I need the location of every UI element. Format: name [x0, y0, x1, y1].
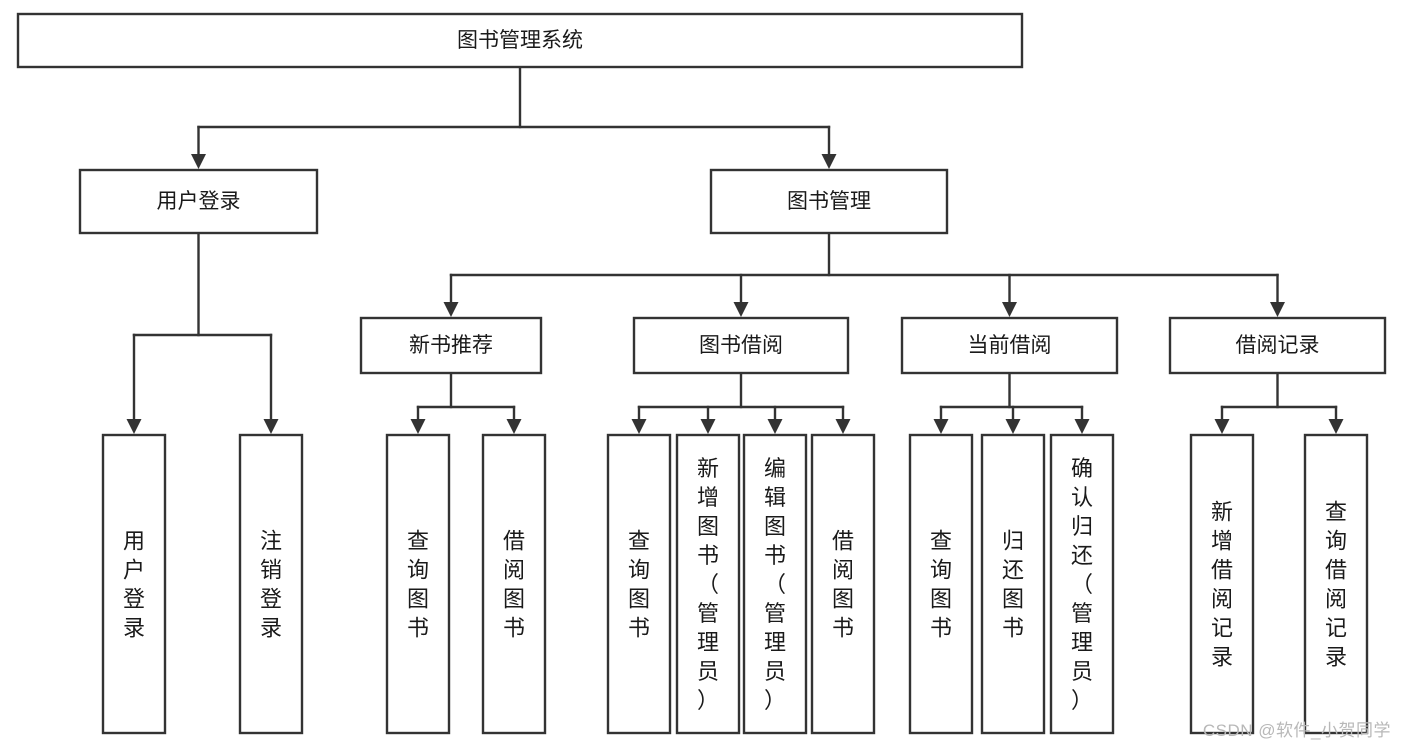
csdn-watermark: CSDN @软件_小贺同学 — [1202, 721, 1391, 740]
node-level2-借阅记录[interactable]: 借阅记录 — [1168, 316, 1387, 375]
node-leaf-确认归还管理员-10[interactable]: 确认归还（管理员） — [1049, 433, 1115, 735]
node-label-vertical: 编辑图书（管理员） — [764, 456, 786, 713]
node-box-rect — [900, 316, 1119, 375]
node-label-vertical: 查询图书 — [628, 529, 650, 641]
node-box-rect — [359, 316, 543, 375]
node-leaf-归还图书-9[interactable]: 归还图书 — [980, 433, 1046, 735]
node-leaf-新增图书管理员-5[interactable]: 新增图书（管理员） — [675, 433, 741, 735]
arrow-to-level2-2 — [1002, 302, 1017, 317]
node-leaf-查询图书-4[interactable]: 查询图书 — [606, 433, 672, 735]
arrow-to-leaf-2-0 — [933, 419, 949, 434]
arrow-to-level2-0 — [443, 302, 459, 317]
node-box-rect — [238, 433, 304, 735]
node-root-图书管理系统[interactable]: 图书管理系统 — [16, 12, 1024, 69]
arrow-to-level2-3 — [1270, 302, 1285, 317]
node-label: 图书管理系统 — [457, 29, 583, 52]
node-leaf-新增借阅记录-11[interactable]: 新增借阅记录 — [1189, 433, 1255, 735]
connector-layer — [126, 65, 1344, 434]
node-label-vertical: 确认归还（管理员） — [1071, 456, 1093, 713]
node-leaf-注销登录-1[interactable]: 注销登录 — [238, 433, 304, 735]
node-box-rect — [742, 433, 808, 735]
node-box-rect — [675, 433, 741, 735]
node-box-rect — [908, 433, 974, 735]
arrow-to-leaf-1-3 — [835, 419, 851, 434]
node-box-rect — [101, 433, 167, 735]
node-level1-用户登录[interactable]: 用户登录 — [78, 168, 319, 235]
node-leaf-借阅图书-3[interactable]: 借阅图书 — [481, 433, 547, 735]
node-box-rect — [1049, 433, 1115, 735]
node-label-vertical: 新增借阅记录 — [1211, 500, 1233, 670]
arrow-to-level1-0 — [191, 154, 206, 169]
arrow-to-leaf-1-0 — [631, 419, 647, 434]
arrow-to-leaf-3-0 — [1214, 419, 1230, 434]
arrow-to-level2-1 — [733, 302, 749, 317]
node-leaf-借阅图书-7[interactable]: 借阅图书 — [810, 433, 876, 735]
node-box-rect — [385, 433, 451, 735]
arrow-to-leaf-1-1 — [700, 419, 716, 434]
arrow-to-leaf-2-1 — [1005, 419, 1021, 434]
arrow-to-level1-1 — [821, 154, 837, 169]
node-level2-当前借阅[interactable]: 当前借阅 — [900, 316, 1119, 375]
node-leaf-编辑图书管理员-6[interactable]: 编辑图书（管理员） — [742, 433, 808, 735]
node-label-vertical: 新增图书（管理员） — [697, 456, 719, 713]
node-level2-新书推荐[interactable]: 新书推荐 — [359, 316, 543, 375]
arrow-to-leaf-3-1 — [1328, 419, 1344, 434]
node-box-rect — [606, 433, 672, 735]
node-box-rect — [78, 168, 319, 235]
node-label-vertical: 借阅图书 — [503, 529, 525, 641]
node-label: 当前借阅 — [968, 334, 1052, 357]
node-leaf-查询图书-2[interactable]: 查询图书 — [385, 433, 451, 735]
node-label-vertical: 注销登录 — [260, 529, 282, 641]
node-box-rect — [481, 433, 547, 735]
node-label: 借阅记录 — [1236, 334, 1320, 357]
node-level1-图书管理[interactable]: 图书管理 — [709, 168, 949, 235]
node-label-vertical: 用户登录 — [123, 529, 145, 641]
arrow-to-leaf-0-1 — [506, 419, 522, 434]
node-box-rect — [980, 433, 1046, 735]
node-label: 图书借阅 — [699, 334, 783, 357]
node-label-vertical: 借阅图书 — [832, 529, 854, 641]
node-box-rect — [1303, 433, 1369, 735]
node-leaf-查询借阅记录-12[interactable]: 查询借阅记录 — [1303, 433, 1369, 735]
node-box-rect — [1189, 433, 1255, 735]
arrow-to-leaf-0-0 — [410, 419, 426, 434]
arrow-to-leaf-userlogin-0 — [126, 419, 142, 434]
node-label-vertical: 查询借阅记录 — [1325, 500, 1347, 670]
node-box-rect — [632, 316, 850, 375]
node-label: 图书管理 — [787, 190, 871, 213]
box-layer: 图书管理系统用户登录图书管理新书推荐图书借阅当前借阅借阅记录用户登录注销登录查询… — [16, 12, 1387, 735]
arrow-to-leaf-2-2 — [1074, 419, 1090, 434]
arrow-to-leaf-userlogin-1 — [263, 419, 279, 434]
node-leaf-查询图书-8[interactable]: 查询图书 — [908, 433, 974, 735]
node-box-rect — [709, 168, 949, 235]
node-box-rect — [16, 12, 1024, 69]
node-label: 新书推荐 — [409, 334, 493, 357]
node-leaf-用户登录-0[interactable]: 用户登录 — [101, 433, 167, 735]
node-label-vertical: 查询图书 — [407, 529, 429, 641]
node-level2-图书借阅[interactable]: 图书借阅 — [632, 316, 850, 375]
node-box-rect — [810, 433, 876, 735]
node-label-vertical: 归还图书 — [1002, 529, 1024, 641]
node-box-rect — [1168, 316, 1387, 375]
arrow-to-leaf-1-2 — [767, 419, 783, 434]
node-label: 用户登录 — [157, 190, 241, 213]
node-label-vertical: 查询图书 — [930, 529, 952, 641]
